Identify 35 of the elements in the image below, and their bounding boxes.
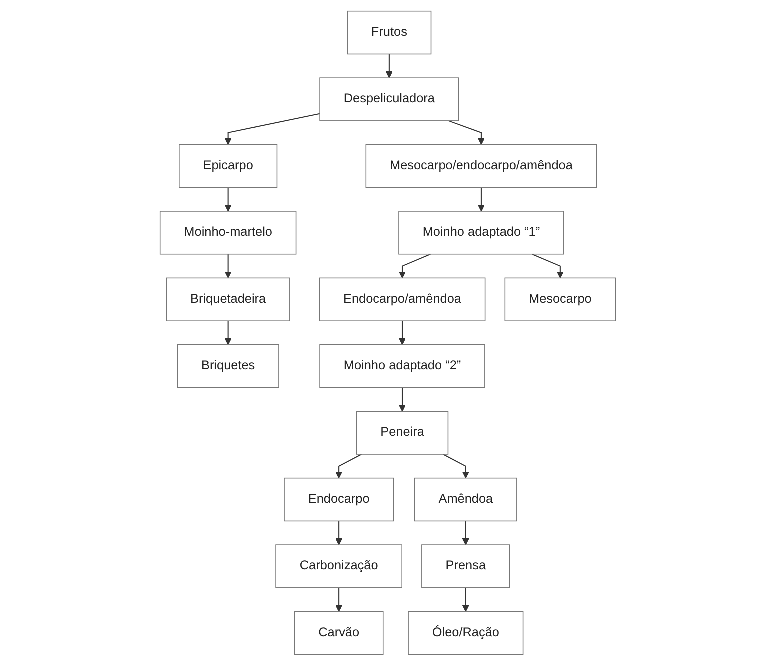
arrow [443, 454, 470, 479]
node-box: Amêndoa [414, 478, 518, 522]
node-box: Endocarpo [284, 478, 394, 522]
arrow [398, 388, 406, 412]
arrow [398, 254, 431, 278]
node-box: Carvão [294, 611, 384, 656]
node-box: Óleo/Ração [408, 611, 524, 656]
node-box: Moinho-martelo [160, 211, 297, 255]
arrow [462, 521, 470, 546]
arrow [532, 254, 564, 278]
arrow [224, 254, 232, 278]
node-box: Briquetadeira [166, 278, 290, 322]
node-box: Moinho adaptado “1” [398, 211, 564, 255]
node-box: Mesocarpo/endocarpo/amêndoa [366, 144, 598, 188]
arrow [462, 588, 470, 612]
node-box: Peneira [356, 411, 449, 455]
node-box: Endocarpo/amêndoa [319, 278, 486, 322]
arrow [448, 120, 485, 146]
arrow [478, 188, 485, 212]
node-box: Briquetes [177, 344, 280, 388]
node-box: Prensa [422, 544, 510, 588]
node-box: Frutos [347, 10, 432, 55]
node-box: Epicarpo [179, 144, 278, 188]
node-box: Mesocarpo [504, 278, 616, 322]
arrow [224, 321, 232, 346]
arrow [398, 321, 406, 346]
node-box: Despeliculadora [320, 78, 460, 122]
arrow [336, 521, 343, 546]
arrow [336, 588, 343, 612]
node-box: Carbonização [276, 544, 402, 588]
arrow [386, 54, 393, 78]
arrow [224, 188, 232, 212]
arrow [224, 113, 320, 146]
arrow [336, 454, 362, 479]
node-box: Moinho adaptado “2” [320, 344, 486, 388]
